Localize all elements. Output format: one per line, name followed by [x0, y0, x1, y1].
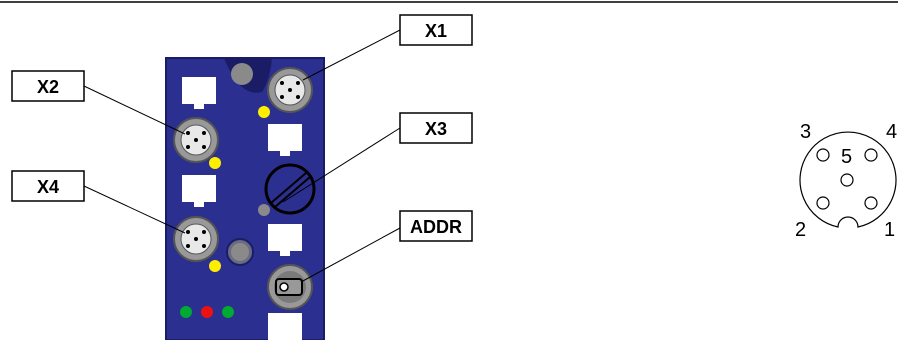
pin-5-label: 5: [841, 146, 852, 168]
label-x2-box: X2: [11, 70, 85, 102]
label-x4: X4: [37, 177, 59, 197]
pin-1-label: 1: [884, 219, 895, 241]
label-slot: [268, 224, 302, 256]
addr-switch: [267, 264, 313, 310]
label-x3-box: X3: [399, 112, 473, 144]
pinout-outline: [799, 131, 897, 228]
connector-x4: [173, 216, 219, 262]
label-slot: [268, 124, 302, 156]
label-x1: X1: [425, 21, 447, 41]
status-led-red: [201, 306, 213, 318]
pinout-diagram: 3 4 5 2 1: [795, 121, 897, 241]
led-x2: [209, 157, 221, 169]
plug-top: [231, 63, 253, 85]
led-x4: [209, 260, 221, 272]
pin-2-label: 2: [795, 219, 806, 241]
label-x4-box: X4: [11, 170, 85, 202]
label-x3: X3: [425, 119, 447, 139]
plug-small: [258, 204, 270, 216]
label-addr-box: ADDR: [399, 210, 473, 242]
label-x1-box: X1: [399, 14, 473, 46]
connector-x3: [264, 163, 316, 215]
status-led-green: [222, 306, 234, 318]
label-slot: [182, 175, 216, 207]
pin-4-hole: [864, 148, 878, 162]
label-addr: ADDR: [410, 217, 462, 237]
label-x2: X2: [37, 77, 59, 97]
label-slot: [182, 77, 216, 109]
connector-x1: [267, 67, 313, 113]
callout-line-x4: [83, 185, 186, 234]
callout-line-x1: [302, 29, 401, 81]
pin-3-hole: [816, 148, 830, 162]
plug-mid-core: [231, 243, 249, 261]
pin-3-label: 3: [800, 121, 811, 143]
pin-1-hole: [864, 196, 878, 210]
connector-x2: [173, 117, 219, 163]
status-led-green: [180, 306, 192, 318]
callout-line-x2: [83, 85, 186, 135]
io-module: [165, 57, 325, 340]
led-x1: [258, 106, 270, 118]
pin-5-hole: [840, 173, 854, 187]
pin-2-hole: [816, 196, 830, 210]
label-slot: [268, 313, 302, 340]
callout-line-addr: [300, 227, 401, 283]
pin-4-label: 4: [886, 121, 897, 143]
callout-line-x3: [282, 127, 401, 203]
